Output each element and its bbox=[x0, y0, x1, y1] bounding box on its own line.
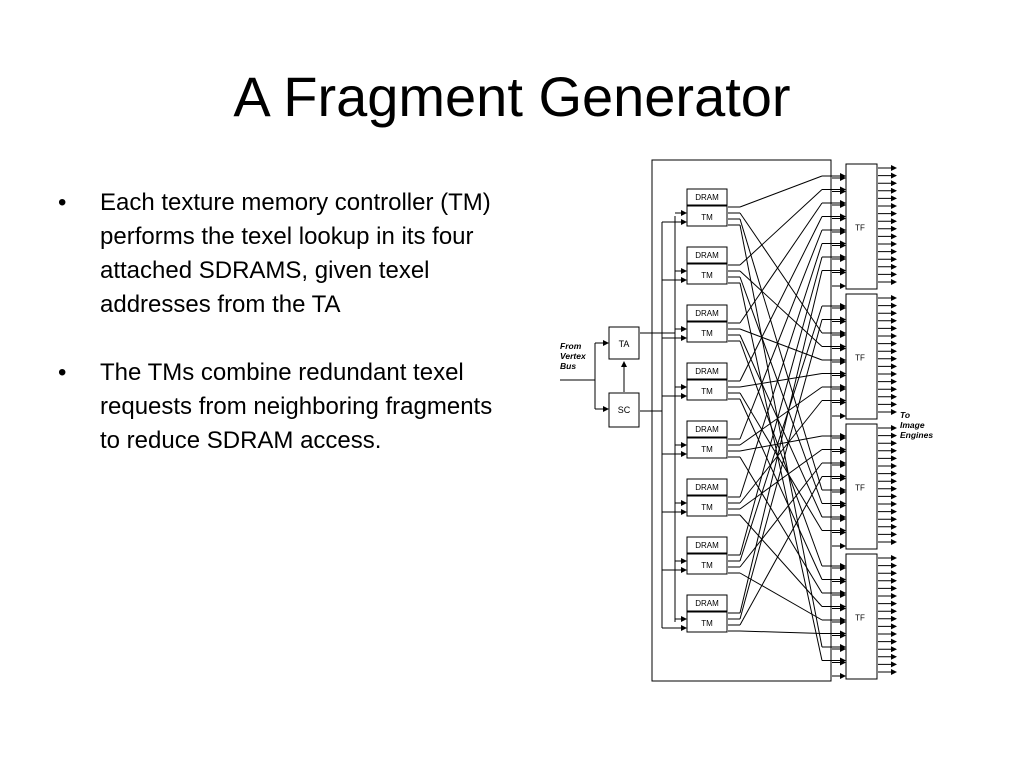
crossbar-wire bbox=[739, 476, 823, 626]
crossbar-wire bbox=[739, 334, 823, 518]
input-label-line: Vertex bbox=[560, 351, 587, 361]
input-label-line: Bus bbox=[560, 361, 576, 371]
dram-label: DRAM bbox=[695, 309, 719, 318]
tf-box bbox=[845, 163, 878, 290]
tm-label: TM bbox=[701, 445, 713, 454]
dram-label: DRAM bbox=[695, 599, 719, 608]
output-label-line: Engines bbox=[900, 430, 933, 440]
tf-box bbox=[845, 293, 878, 420]
tm-label: TM bbox=[701, 387, 713, 396]
tf-label: TF bbox=[855, 354, 865, 363]
crossbar-wire bbox=[739, 456, 823, 594]
dram-box bbox=[686, 304, 728, 322]
dram-box bbox=[686, 246, 728, 264]
bullet-dot: • bbox=[58, 359, 67, 386]
tm-label: TM bbox=[701, 561, 713, 570]
tf-label: TF bbox=[855, 614, 865, 623]
tf-label: TF bbox=[855, 224, 865, 233]
crossbar-wire bbox=[739, 514, 823, 607]
crossbar-wire bbox=[739, 216, 823, 382]
bullet-dot: • bbox=[58, 189, 67, 216]
crossbar-wire bbox=[739, 319, 823, 620]
crossbar-wire bbox=[739, 243, 823, 498]
dram-label: DRAM bbox=[695, 251, 719, 260]
crossbar-wire bbox=[739, 224, 823, 648]
tm-label: TM bbox=[701, 503, 713, 512]
dram-label: DRAM bbox=[695, 425, 719, 434]
crossbar-wire bbox=[739, 373, 823, 388]
bullet-text: The TMs combine redundant texel requests… bbox=[100, 359, 493, 454]
crossbar-wire bbox=[739, 218, 823, 491]
dram-label: DRAM bbox=[695, 541, 719, 550]
crossbar-wire bbox=[739, 449, 823, 510]
tf-box bbox=[845, 553, 878, 680]
crossbar-wire bbox=[739, 270, 823, 614]
slide-title: A Fragment Generator bbox=[233, 65, 791, 128]
dram-box bbox=[686, 594, 728, 612]
output-label-line: Image bbox=[900, 420, 925, 430]
bullet-item: • The TMs combine redundant texel reques… bbox=[58, 356, 508, 458]
dram-box bbox=[686, 420, 728, 438]
dram-box bbox=[686, 362, 728, 380]
crossbar-wire bbox=[739, 340, 823, 567]
tm-label: TM bbox=[701, 271, 713, 280]
crossbar-wire bbox=[739, 630, 823, 634]
crossbar-wire bbox=[739, 386, 823, 446]
tm-box bbox=[686, 437, 728, 459]
crossbar-wire bbox=[739, 572, 823, 621]
input-label-line: From bbox=[560, 341, 582, 351]
crossbar-wire bbox=[739, 392, 823, 531]
ta-box bbox=[608, 326, 640, 360]
crossbar-wire bbox=[739, 462, 823, 568]
dram-label: DRAM bbox=[695, 367, 719, 376]
tm-label: TM bbox=[701, 213, 713, 222]
crossbar-wire bbox=[739, 398, 823, 580]
crossbar-wire bbox=[739, 276, 823, 504]
bullet-item: • Each texture memory controller (TM) pe… bbox=[58, 186, 508, 322]
crossbar-wire bbox=[739, 256, 823, 556]
crossbar-wire bbox=[739, 270, 823, 347]
crossbar-wire bbox=[739, 328, 823, 361]
ta-label: TA bbox=[619, 339, 630, 349]
dram-box bbox=[686, 478, 728, 496]
dram-label: DRAM bbox=[695, 483, 719, 492]
tm-box bbox=[686, 379, 728, 401]
dram-box bbox=[686, 188, 728, 206]
bullet-list: • Each texture memory controller (TM) pe… bbox=[58, 186, 508, 492]
dram-box bbox=[686, 536, 728, 554]
tf-label: TF bbox=[855, 484, 865, 493]
crossbar-wire bbox=[739, 400, 823, 504]
tm-box bbox=[686, 263, 728, 285]
bullet-text: Each texture memory controller (TM) perf… bbox=[100, 189, 491, 318]
crossbar-wire bbox=[739, 189, 823, 266]
sc-label: SC bbox=[618, 405, 631, 415]
crossbar-wire bbox=[739, 175, 823, 208]
crossbar-wire bbox=[739, 282, 823, 661]
tm-box bbox=[686, 495, 728, 517]
tm-box bbox=[686, 553, 728, 575]
crossbar-wire bbox=[739, 305, 823, 562]
enclosure-frame bbox=[651, 159, 832, 682]
tm-label: TM bbox=[701, 329, 713, 338]
crossbar-wire bbox=[739, 202, 823, 324]
output-label-line: To bbox=[900, 410, 910, 420]
tm-label: TM bbox=[701, 619, 713, 628]
tm-box bbox=[686, 611, 728, 633]
sc-box bbox=[608, 392, 640, 428]
tf-box bbox=[845, 423, 878, 550]
tm-box bbox=[686, 205, 728, 227]
dram-label: DRAM bbox=[695, 193, 719, 202]
crossbar-wire bbox=[739, 212, 823, 334]
tm-box bbox=[686, 321, 728, 343]
crossbar-wire bbox=[739, 229, 823, 440]
